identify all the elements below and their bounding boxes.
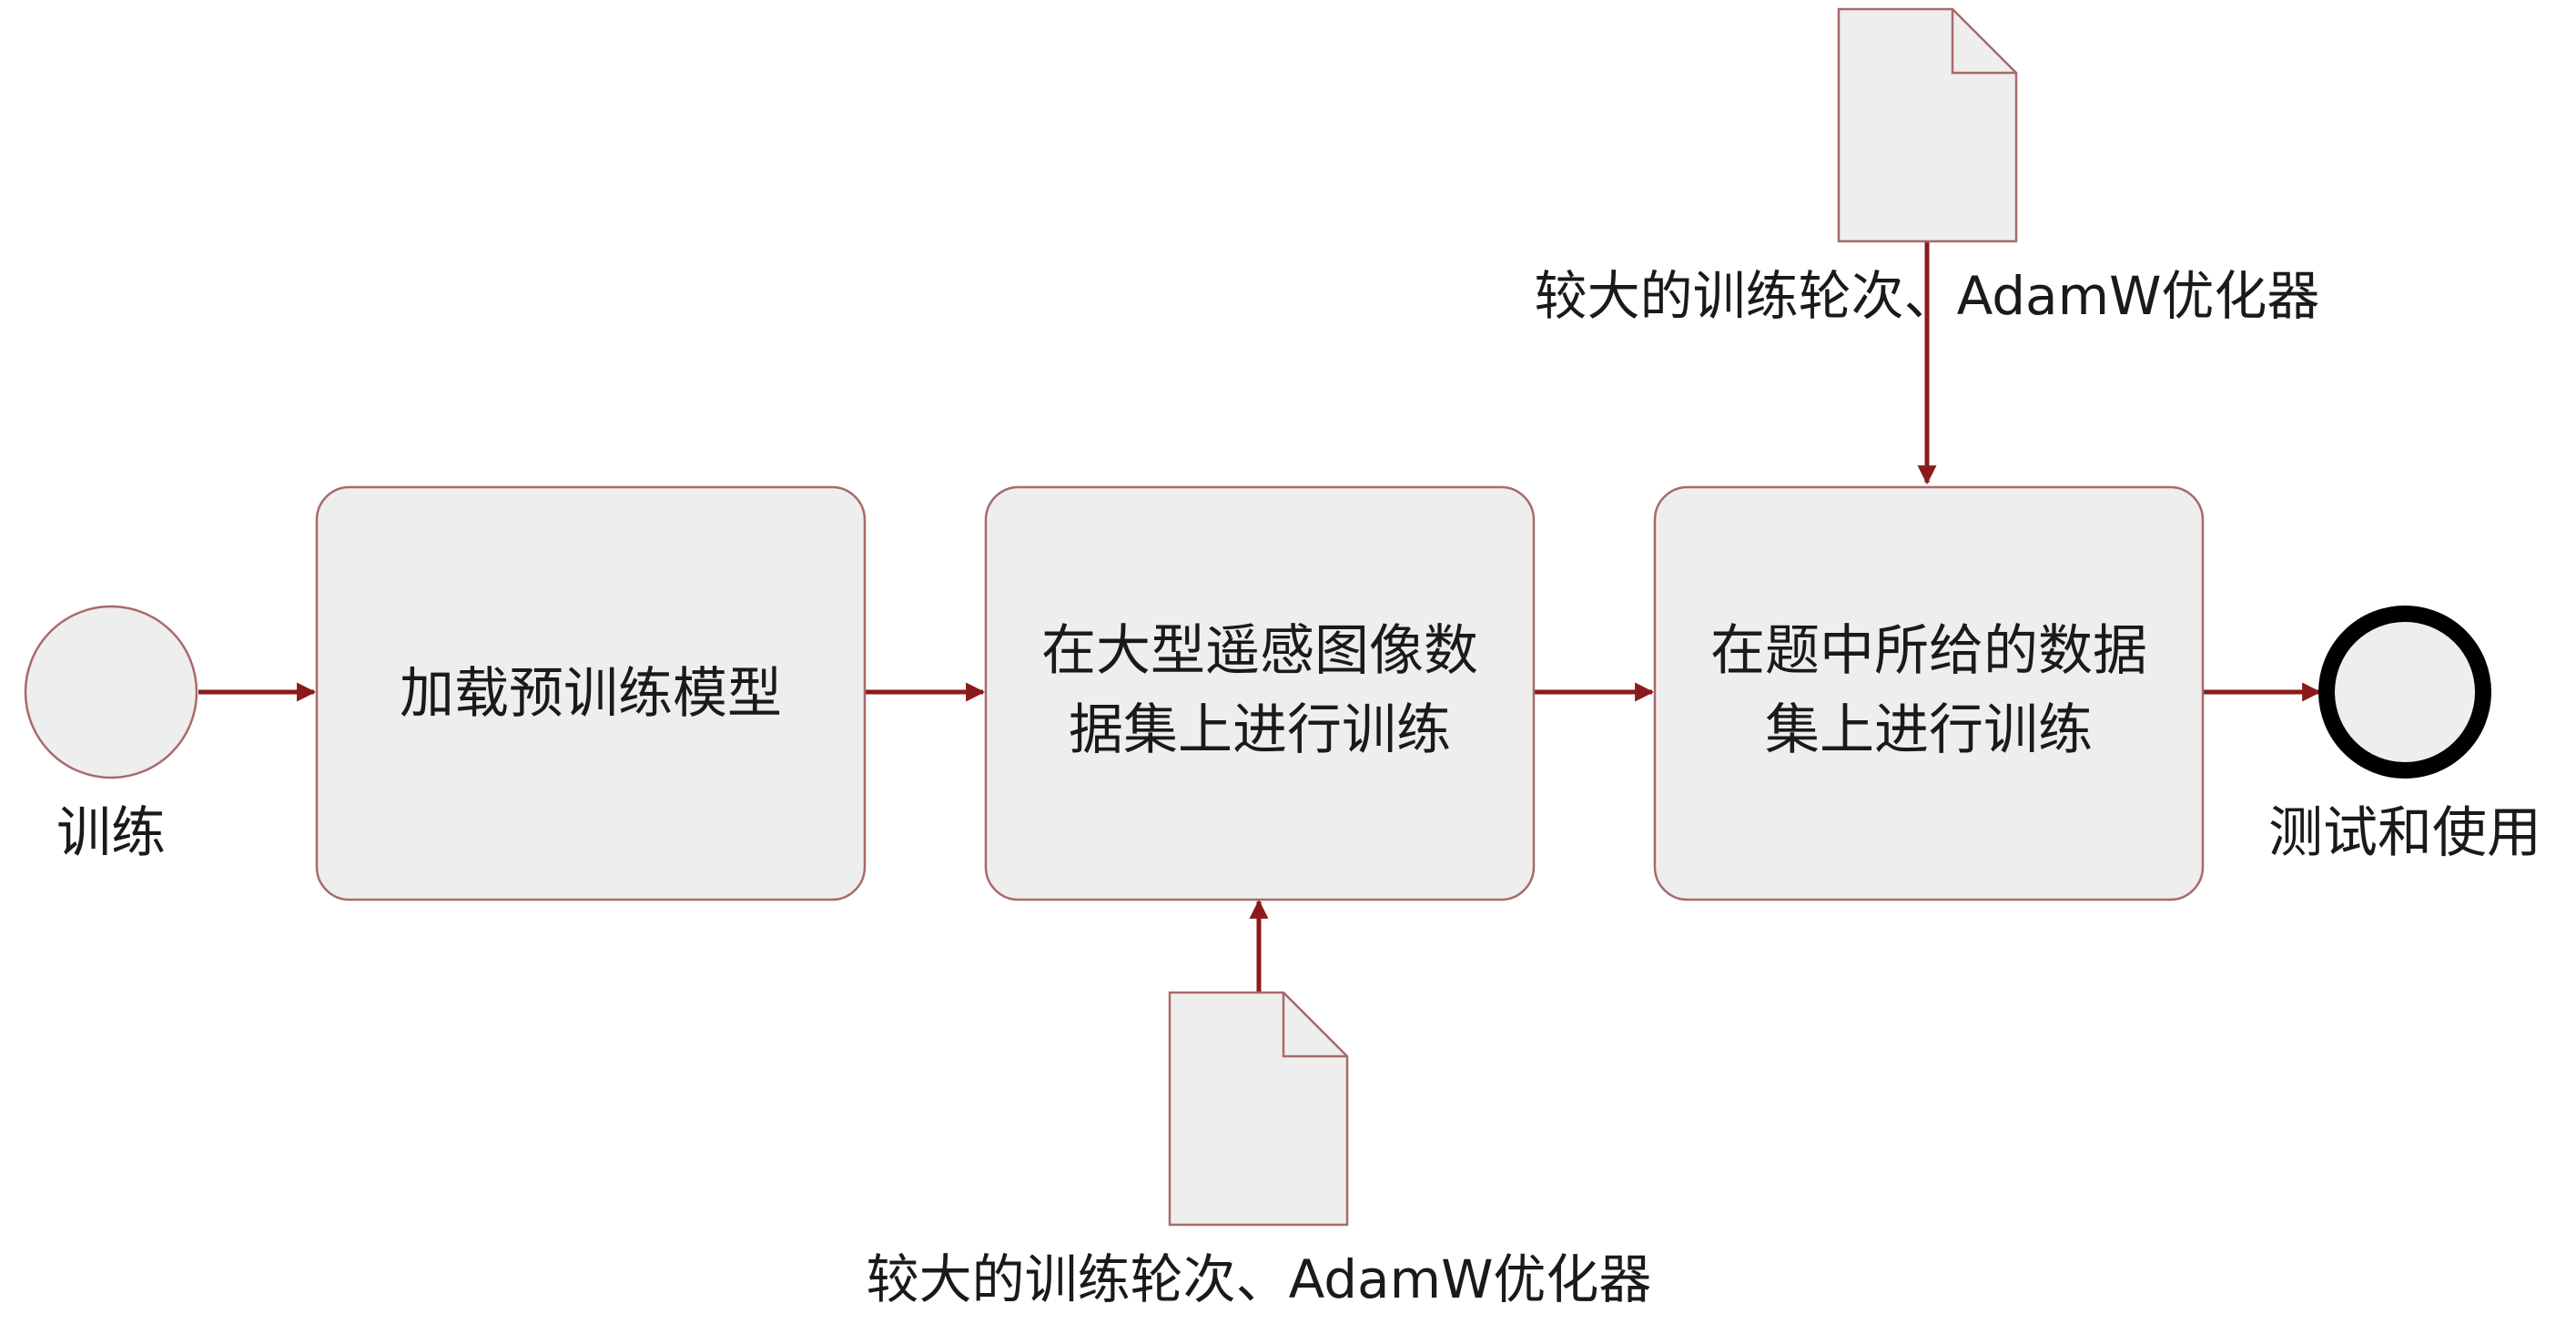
task-2-box (984, 485, 1536, 901)
task-2-label-line-1: 在大型遥感图像数 (1041, 619, 1478, 683)
start-event-label: 训练 (56, 801, 166, 865)
document-top-icon (1837, 7, 2018, 243)
document-bottom-label: 较大的训练轮次、AdamW优化器 (867, 1248, 1652, 1310)
end-event-label: 测试和使用 (2268, 801, 2541, 865)
task-2-label-line-2: 据集上进行训练 (1069, 698, 1451, 762)
document-bottom-fold-icon (1282, 993, 1347, 1058)
task-3-box (1653, 485, 2205, 901)
document-bottom-icon (1168, 991, 1349, 1227)
document-top: 较大的训练轮次、AdamW优化器 (1535, 7, 2320, 327)
document-top-fold-icon (1951, 9, 2016, 75)
task-1-box (315, 485, 867, 901)
task-3-label-line-1: 在题中所给的数据 (1710, 619, 2147, 683)
task-1: 加载预训练模型 (315, 485, 867, 901)
document-bottom: 较大的训练轮次、AdamW优化器 (867, 991, 1652, 1310)
start-event-circle (24, 605, 198, 779)
start-event: 训练 (24, 605, 198, 865)
end-event-circle (2318, 606, 2491, 779)
task-2: 在大型遥感图像数 据集上进行训练 (984, 485, 1536, 901)
task-1-label: 加载预训练模型 (400, 662, 782, 726)
task-3: 在题中所给的数据 集上进行训练 (1653, 485, 2205, 901)
document-top-label: 较大的训练轮次、AdamW优化器 (1535, 265, 2320, 327)
connectors (198, 241, 2322, 993)
end-event: 测试和使用 (2268, 606, 2541, 865)
task-3-label-line-2: 集上进行训练 (1765, 698, 2093, 762)
